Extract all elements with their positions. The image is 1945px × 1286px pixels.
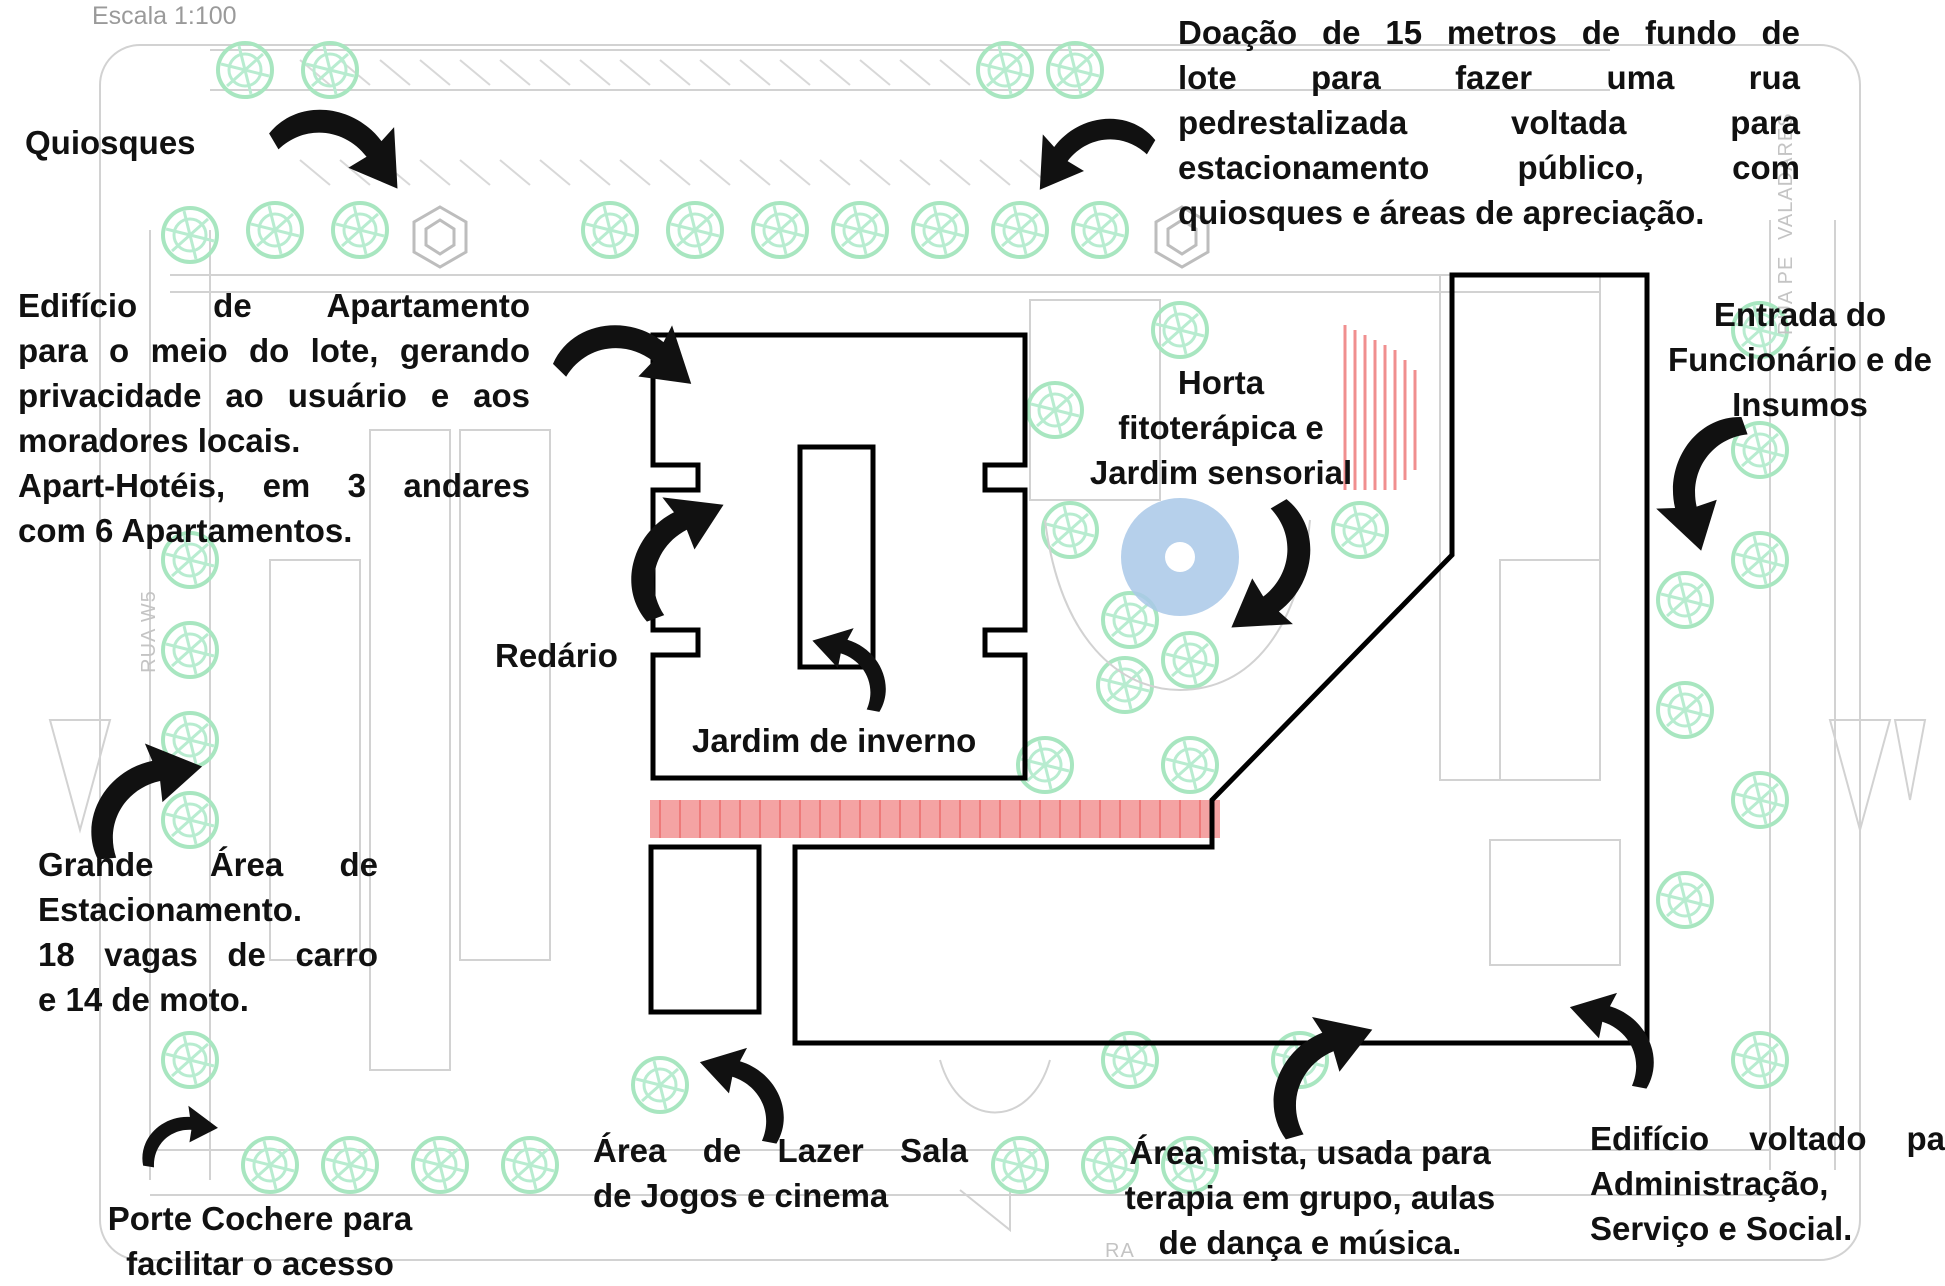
note-edificio-apartamento: Edifício de Apartamento para o meio do l…: [18, 287, 530, 549]
note-quiosques: Quiosques: [25, 124, 196, 161]
note-horta: Horta fitoterápica e Jardim sensorial: [1089, 364, 1353, 491]
hatch-bands: [299, 59, 1051, 186]
scale-label: Escala 1:100: [92, 2, 237, 30]
note-area-mista: Área mista, usada para terapia em grupo,…: [1124, 1134, 1496, 1261]
note-edificio-admin: Edifício voltado pa Administração, Servi…: [1590, 1120, 1945, 1247]
street-label-left: RUA W5: [137, 590, 160, 673]
red-walkways: [650, 325, 1417, 838]
note-redario: Redário: [495, 637, 618, 674]
note-jardim-inverno: Jardim de inverno: [692, 722, 977, 759]
note-area-lazer: Área de Lazer Sala de Jogos e cinema: [593, 1132, 968, 1214]
street-label-bottom: RA: [1105, 1240, 1135, 1262]
note-entrada-funcionario: Entrada do Funcionário e de Insumos: [1667, 296, 1933, 423]
base-plan-lines: [48, 44, 1927, 1261]
note-porte-cochere: Porte Cochere para facilitar o acesso: [107, 1200, 413, 1282]
building-outlines: [648, 272, 1650, 1046]
note-doacao: Doação de 15 metros de fundo de lote par…: [1178, 14, 1800, 231]
note-estacionamento: Grande Área de Estacionamento. 18 vagas …: [38, 846, 378, 1018]
kiosk-shapes: [412, 205, 1210, 269]
sensory-garden-pond: [1044, 498, 1311, 692]
